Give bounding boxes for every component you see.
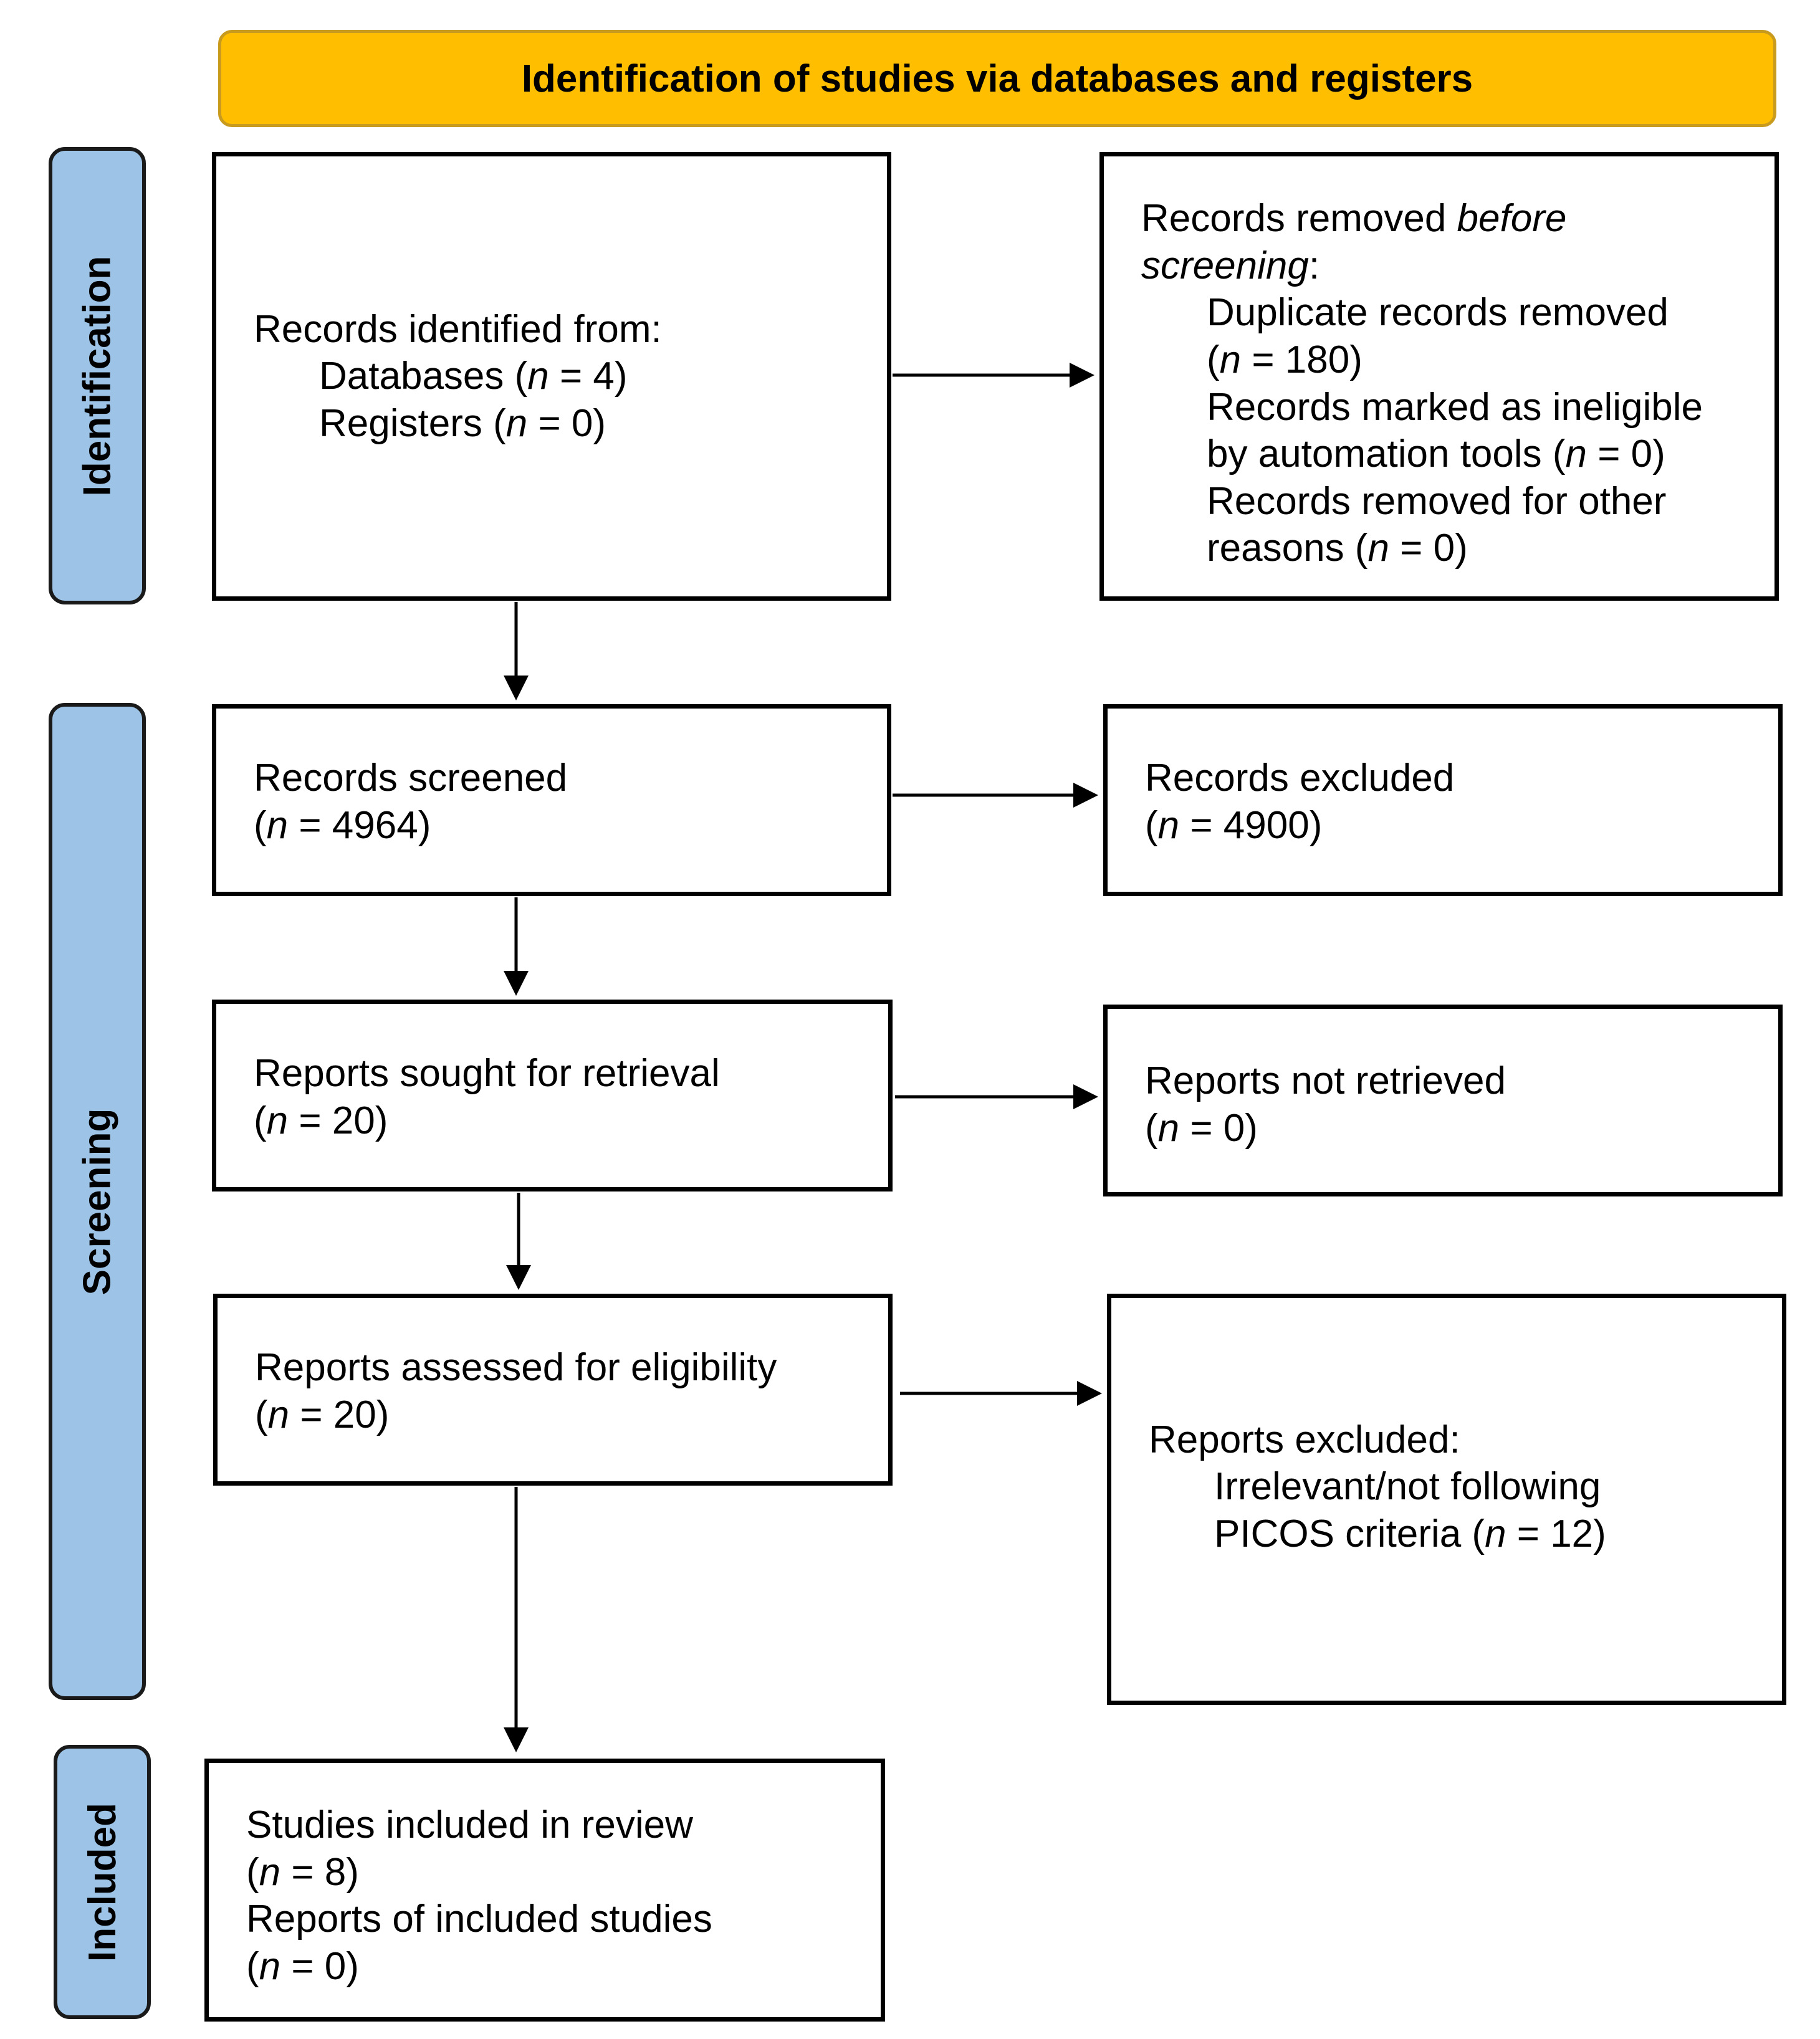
- reports-sought-count: (n = 20): [254, 1099, 388, 1142]
- reports-not-retrieved-box: Reports not retrieved (n = 0): [1103, 1005, 1783, 1196]
- reports-not-retrieved-count: (n = 0): [1145, 1106, 1258, 1150]
- records-removed-box: Records removed before screening: Duplic…: [1099, 152, 1779, 601]
- banner-title: Identification of studies via databases …: [521, 57, 1473, 100]
- arrow-identified-to-removed: [893, 363, 1094, 388]
- reports-sought-box: Reports sought for retrieval (n = 20): [212, 1000, 893, 1191]
- records-excluded-count: (n = 4900): [1145, 803, 1323, 847]
- records-screened-box: Records screened (n = 4964): [212, 704, 891, 896]
- records-identified-box: Records identified from: Databases (n = …: [212, 152, 891, 601]
- studies-included-label: Studies included in review: [246, 1803, 693, 1846]
- reports-excluded-heading: Reports excluded:: [1149, 1418, 1460, 1461]
- arrow-assessed-to-reports-excluded: [900, 1381, 1102, 1406]
- phase-included: Included: [54, 1745, 151, 2019]
- records-screened-count: (n = 4964): [254, 803, 431, 847]
- records-removed-heading: Records removed before: [1141, 197, 1567, 240]
- arrow-screened-to-excluded: [893, 783, 1098, 808]
- exclusion-reason-label: Irrelevant/not following: [1214, 1465, 1601, 1509]
- phase-identification: Identification: [49, 147, 146, 604]
- other-reasons-count: reasons (n = 0): [1207, 527, 1468, 570]
- phase-screening: Screening: [49, 703, 146, 1700]
- records-excluded-box: Records excluded (n = 4900): [1103, 704, 1783, 896]
- reports-included-count: (n = 0): [246, 1944, 359, 1988]
- duplicates-count: (n = 180): [1207, 338, 1363, 381]
- arrow-identified-to-screened: [504, 602, 529, 700]
- records-identified-heading: Records identified from:: [254, 307, 662, 351]
- arrow-sought-to-assessed: [506, 1193, 531, 1290]
- duplicates-label: Duplicate records removed: [1207, 291, 1669, 335]
- reports-assessed-box: Reports assessed for eligibility (n = 20…: [213, 1294, 893, 1486]
- records-removed-heading-cont: screening:: [1141, 244, 1320, 287]
- other-reasons-label: Records removed for other: [1207, 479, 1667, 523]
- arrow-sought-to-not-retrieved: [895, 1084, 1098, 1109]
- studies-included-box: Studies included in review (n = 8) Repor…: [204, 1759, 885, 2022]
- registers-count: Registers (n = 0): [319, 401, 606, 445]
- reports-included-label: Reports of included studies: [246, 1898, 712, 1941]
- records-screened-label: Records screened: [254, 757, 568, 800]
- records-excluded-label: Records excluded: [1145, 757, 1455, 800]
- databases-count: Databases (n = 4): [319, 355, 628, 398]
- reports-not-retrieved-label: Reports not retrieved: [1145, 1059, 1506, 1102]
- reports-sought-label: Reports sought for retrieval: [254, 1052, 720, 1095]
- ineligible-count: by automation tools (n = 0): [1207, 432, 1665, 476]
- arrow-assessed-to-included: [504, 1487, 529, 1752]
- reports-excluded-box: Reports excluded: Irrelevant/not followi…: [1107, 1294, 1786, 1705]
- exclusion-reason-count: PICOS criteria (n = 12): [1214, 1512, 1606, 1555]
- ineligible-label: Records marked as ineligible: [1207, 385, 1703, 429]
- studies-included-count: (n = 8): [246, 1850, 359, 1894]
- reports-assessed-count: (n = 20): [255, 1393, 390, 1436]
- reports-assessed-label: Reports assessed for eligibility: [255, 1346, 777, 1389]
- identification-banner: Identification of studies via databases …: [218, 30, 1776, 127]
- arrow-screened-to-sought: [504, 897, 529, 996]
